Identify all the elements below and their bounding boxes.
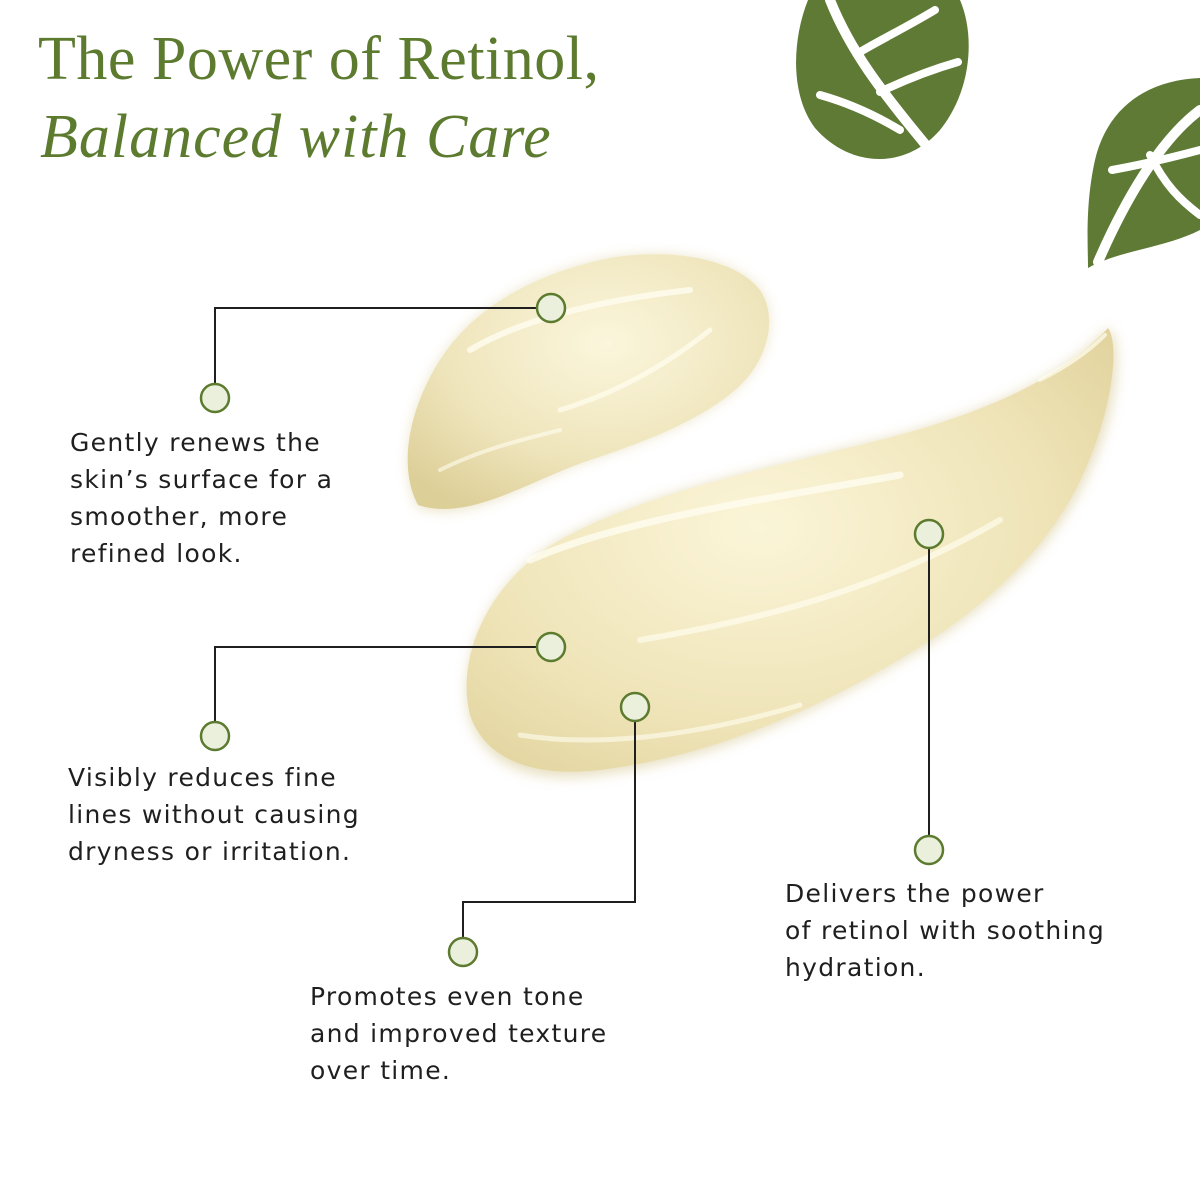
marker-dot (535, 292, 567, 324)
leaf-icon (1087, 78, 1200, 268)
cream-swatch-large (466, 328, 1118, 778)
marker-dot (199, 720, 231, 752)
connector-fine-lines (214, 646, 537, 722)
connector-even-tone (462, 721, 636, 938)
page-title: The Power of Retinol, (38, 25, 600, 93)
page-subtitle: Balanced with Care (40, 103, 552, 171)
callout-hydration: Delivers the power of retinol with sooth… (785, 879, 1106, 982)
marker-dot (913, 834, 945, 866)
cream-swatch-small (407, 254, 770, 512)
marker-dot (447, 936, 479, 968)
marker-dot (913, 518, 945, 550)
leaf-icon (796, 0, 969, 160)
marker-dot (199, 382, 231, 414)
callout-even-tone: Promotes even tone and improved texture … (310, 982, 608, 1085)
connector-renews (214, 307, 537, 385)
marker-dot (619, 691, 651, 723)
callout-fine-lines: Visibly reduces fine lines without causi… (68, 763, 360, 866)
callout-renews: Gently renews the skin’s surface for a s… (70, 428, 334, 568)
marker-dot (535, 631, 567, 663)
